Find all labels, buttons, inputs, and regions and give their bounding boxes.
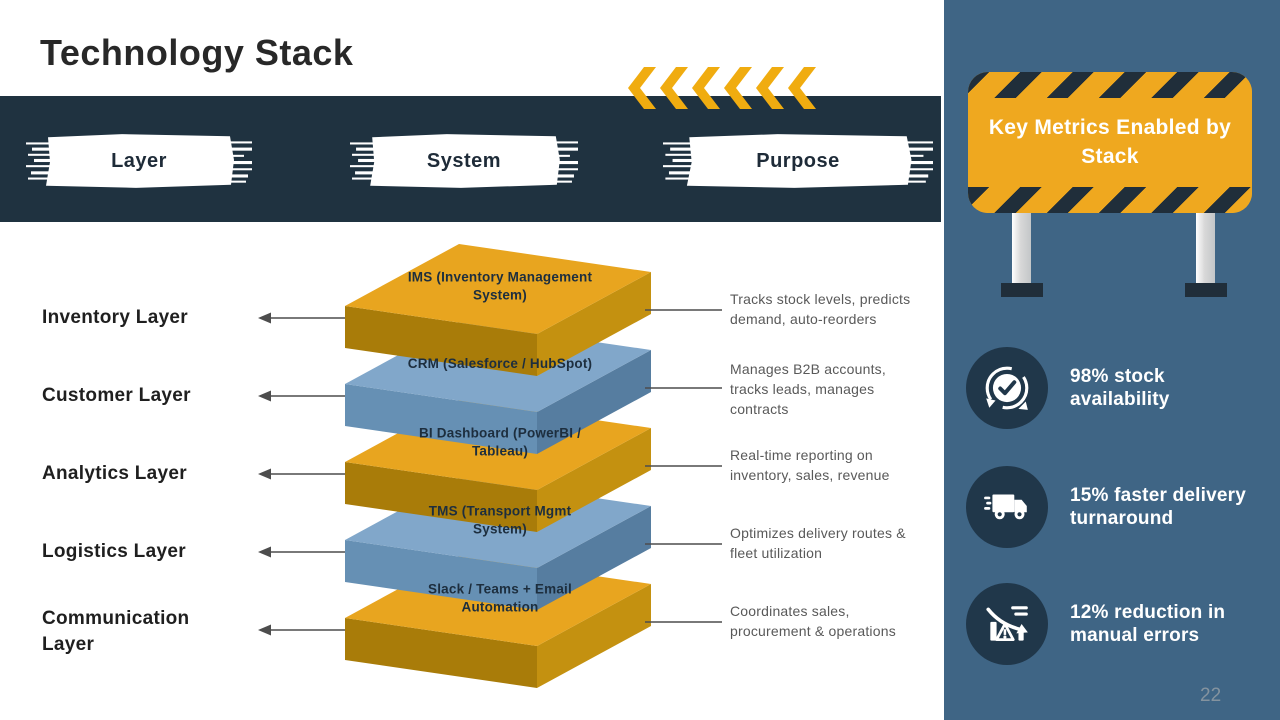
metric-text: 12% reduction in manual errors xyxy=(1070,602,1226,646)
stack-slab-inventory xyxy=(345,244,651,376)
slab-system-label: TMS (Transport Mgmt System) xyxy=(428,503,572,536)
purpose-text-logistics: Optimizes delivery routes & fleet utiliz… xyxy=(730,525,906,561)
column-header-purpose-label: Purpose xyxy=(756,149,840,172)
purpose-connector-lines xyxy=(645,309,722,623)
metric-delivery-turnaround: 15% faster delivery turnaround xyxy=(966,466,1266,548)
slab-system-label: Slack / Teams + Email Automation xyxy=(428,581,572,614)
chevrons-left-icon xyxy=(628,67,816,109)
metric-error-reduction: 12% reduction in manual errors xyxy=(966,583,1266,665)
technology-stack-diagram xyxy=(258,244,722,688)
purpose-text-analytics: Real-time reporting on inventory, sales,… xyxy=(730,447,890,483)
purpose-text-customer: Manages B2B accounts, tracks leads, mana… xyxy=(730,361,886,417)
column-header-layer: Layer xyxy=(26,129,252,193)
metric-icon-circle xyxy=(966,347,1048,429)
metric-stock-availability: 98% stock availability xyxy=(966,347,1266,429)
slab-system-label: BI Dashboard (PowerBI / Tableau) xyxy=(418,425,582,458)
sign-leg xyxy=(1012,213,1031,284)
layer-label-analytics: Analytics Layer xyxy=(42,463,187,484)
error-reduction-icon xyxy=(986,606,1028,641)
column-header-purpose: Purpose xyxy=(663,129,933,193)
column-header-system-label: System xyxy=(426,149,502,172)
layer-label-communication: Communication Layer xyxy=(42,608,190,655)
hazard-sign: Key Metrics Enabled by Stack xyxy=(968,72,1252,213)
column-header-system: System xyxy=(350,129,578,193)
layer-label-logistics: Logistics Layer xyxy=(42,541,186,562)
delivery-truck-icon xyxy=(984,494,1027,520)
layer-arrows xyxy=(258,312,345,636)
hazard-stripes-bottom-icon xyxy=(968,187,1252,213)
metric-icon-circle xyxy=(966,466,1048,548)
metric-icon-circle xyxy=(966,583,1048,665)
slab-system-label: IMS (Inventory Management System) xyxy=(407,269,593,302)
hazard-stripes-top-icon xyxy=(968,72,1252,98)
layer-label-inventory: Inventory Layer xyxy=(42,307,188,328)
sign-foot xyxy=(1185,283,1227,297)
page-number: 22 xyxy=(1200,685,1222,706)
sidebar-title: Key Metrics Enabled by Stack xyxy=(988,116,1232,168)
sign-leg xyxy=(1196,213,1215,284)
metric-text: 15% faster delivery turnaround xyxy=(1070,485,1246,529)
page-title: Technology Stack xyxy=(40,32,354,73)
sign-foot xyxy=(1001,283,1043,297)
slab-system-label: CRM (Salesforce / HubSpot) xyxy=(407,356,593,372)
purpose-text-communication: Coordinates sales, procurement & operati… xyxy=(730,603,896,639)
column-header-layer-label: Layer xyxy=(111,149,167,172)
metric-text: 98% stock availability xyxy=(1070,366,1170,410)
sync-check-icon xyxy=(985,366,1029,410)
key-metrics-sidebar: Key Metrics Enabled by Stack 98% stock a… xyxy=(944,0,1280,720)
layer-label-customer: Customer Layer xyxy=(42,385,191,406)
purpose-text-inventory: Tracks stock levels, predicts demand, au… xyxy=(730,291,911,327)
